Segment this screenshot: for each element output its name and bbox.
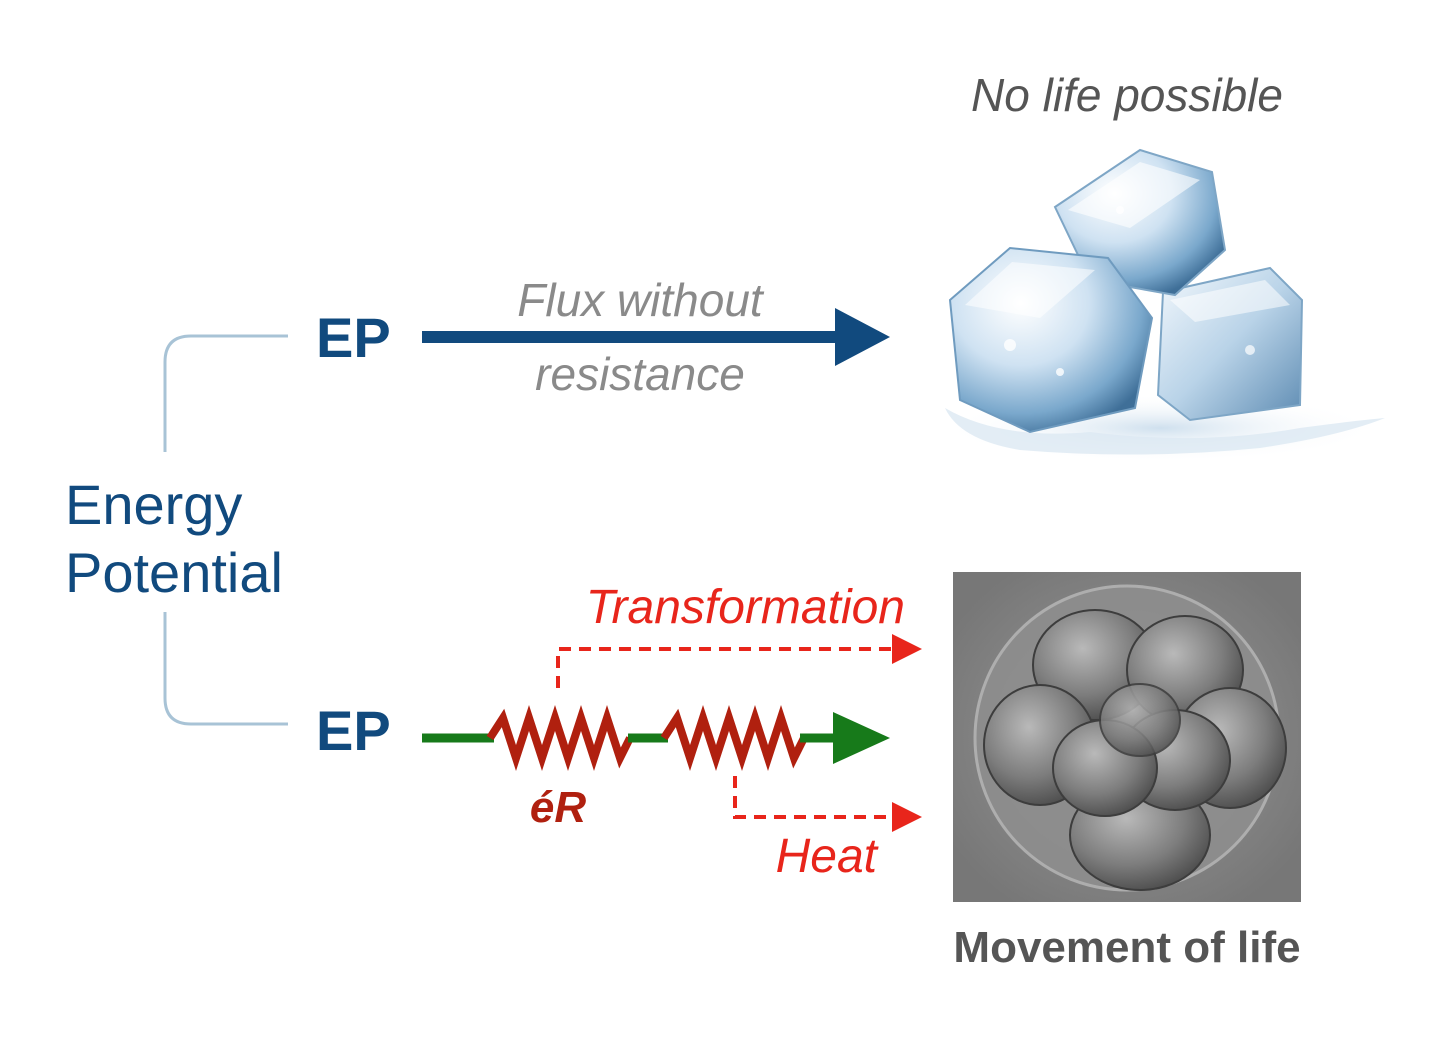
movement-of-life-label: Movement of life xyxy=(953,923,1300,972)
energy-potential-label-line1: Energy xyxy=(65,473,242,536)
resistor-2 xyxy=(660,705,808,771)
resistance-label: éR xyxy=(530,783,586,832)
flux-label-line2: resistance xyxy=(535,348,745,400)
ice-cubes-icon xyxy=(940,148,1385,462)
green-arrow-head xyxy=(833,712,890,764)
transformation-arrow-head xyxy=(892,634,922,664)
bracket-connector-top xyxy=(163,334,288,452)
top-ep-node: EP xyxy=(316,306,391,369)
flux-label-line1: Flux without xyxy=(517,274,765,326)
transformation-dashed-arrow xyxy=(556,647,895,688)
resistor-1 xyxy=(486,705,634,771)
embryo-cells-icon xyxy=(953,572,1301,902)
no-life-possible-label: No life possible xyxy=(971,69,1283,121)
bottom-ep-node: EP xyxy=(316,699,391,762)
heat-label: Heat xyxy=(776,830,879,883)
flux-arrow-head xyxy=(835,308,890,366)
bracket-connector-bottom xyxy=(163,612,288,726)
transformation-label: Transformation xyxy=(586,581,905,634)
energy-potential-label-line2: Potential xyxy=(65,541,283,604)
heat-arrow-head xyxy=(892,802,922,832)
heat-dashed-arrow xyxy=(733,776,895,819)
